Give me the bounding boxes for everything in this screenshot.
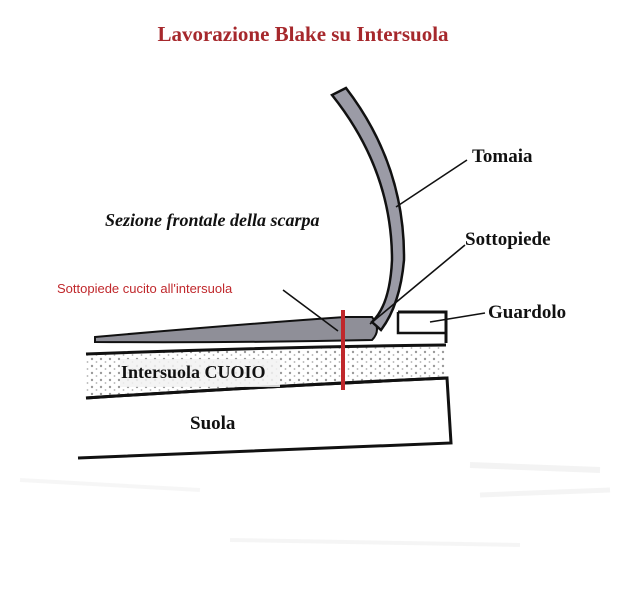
leader-tomaia xyxy=(395,159,468,208)
label-guardolo: Guardolo xyxy=(488,302,567,323)
welt xyxy=(396,310,448,343)
label-sezione: Sezione frontale della scarpa xyxy=(105,210,320,230)
background-texture xyxy=(19,462,611,547)
label-intersuola: Intersuola CUOIO xyxy=(121,362,266,382)
leader-guardolo xyxy=(429,312,486,323)
upper xyxy=(330,86,406,332)
diagram-title: Lavorazione Blake su Intersuola xyxy=(157,22,449,46)
label-cucito: Sottopiede cucito all'intersuola xyxy=(57,281,233,296)
leader-cucito xyxy=(282,289,339,332)
midsole xyxy=(85,343,448,400)
outsole xyxy=(77,376,453,460)
leader-sottopiede xyxy=(369,244,466,325)
label-sottopiede: Sottopiede xyxy=(465,229,551,250)
leader-lines xyxy=(282,159,486,332)
insole xyxy=(94,316,378,344)
label-tomaia: Tomaia xyxy=(472,146,533,167)
label-suola: Suola xyxy=(190,413,236,434)
